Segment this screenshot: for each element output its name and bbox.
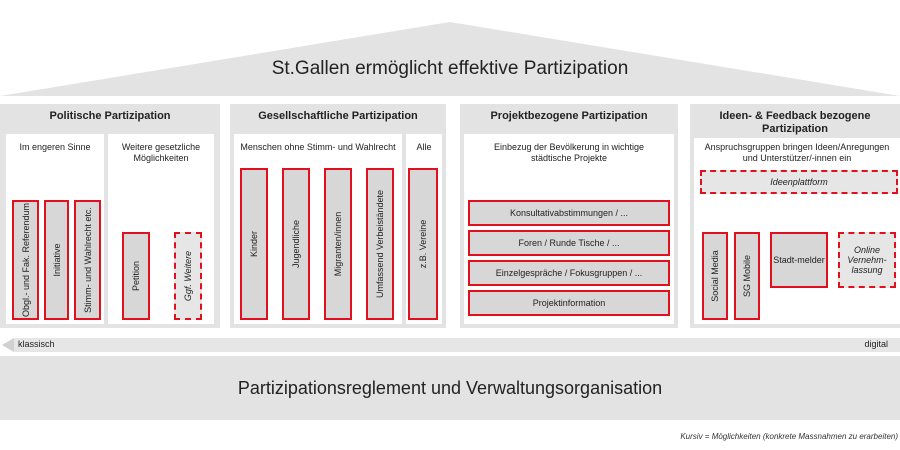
box-label: Stimm- und Wahlrecht etc. (82, 207, 93, 313)
roof-title: St.Gallen ermöglicht effektive Partizipa… (271, 58, 629, 79)
box-petition: Petition (122, 232, 150, 320)
box-konsultativabstimmungen: Konsultativabstimmungen / ... (468, 200, 670, 226)
box-stimm-und-wahlrecht: Stimm- und Wahlrecht etc. (74, 200, 101, 320)
box-label: Ggf. Weitere (183, 250, 193, 302)
box-label: Petition (131, 260, 141, 292)
box-ggf-weitere: Ggf. Weitere (174, 232, 202, 320)
box-label: Umfassend Verbeiständete (375, 189, 385, 299)
pillar-title: Projektbezogene Partizipation (490, 110, 648, 122)
box-ideenplattform: Ideenplattform (700, 170, 898, 194)
box-label: Jugendliche (291, 219, 301, 269)
subpanel-title: Anspruchsgruppen bringen Ideen/Anregunge… (704, 142, 890, 163)
subpanel-title: Alle (416, 142, 432, 152)
pillar-title: Ideen- & Feedback bezogene Partizipation (719, 110, 871, 135)
subpanel-title: Weitere gesetzliche Möglichkeiten (121, 142, 201, 163)
box-migranten: Migranten/innen (324, 168, 352, 320)
box-jugendliche: Jugendliche (282, 168, 310, 320)
box-stadtmelder: Stadt-melder (770, 232, 828, 288)
foundation-title: Partizipationsreglement und Verwaltungso… (237, 377, 663, 398)
box-online-vernehmlassung: Online Vernehm-lassung (838, 232, 896, 288)
arrow-bar (14, 338, 900, 352)
box-label: z.B. Vereine (418, 219, 428, 269)
subpanel-title: Einbezug der Bevölkerung in wichtige stä… (493, 142, 645, 163)
subpanel-anspruchsgruppen: Anspruchsgruppen bringen Ideen/Anregunge… (694, 138, 900, 324)
box-projektinformation: Projektinformation (468, 290, 670, 316)
pillar-projektbezogene-partizipation: Projektbezogene Partizipation Einbezug d… (460, 104, 678, 328)
box-foren: Foren / Runde Tische / ... (468, 230, 670, 256)
subpanel-ohne-stimmrecht: Menschen ohne Stimm- und Wahlrecht Kinde… (234, 134, 402, 324)
pillar-title: Gesellschaftliche Partizipation (258, 110, 418, 122)
box-label: Initiative (51, 243, 62, 277)
roof (0, 22, 900, 96)
footnote: Kursiv = Möglichkeiten (konkrete Massnah… (680, 432, 898, 441)
box-kinder: Kinder (240, 168, 268, 320)
arrow-label-digital: digital (864, 339, 888, 349)
box-vereine: z.B. Vereine (408, 168, 438, 320)
arrow-label-klassisch: klassisch (18, 339, 55, 349)
subpanel-einbezug: Einbezug der Bevölkerung in wichtige stä… (464, 134, 674, 324)
box-verbeistaendete: Umfassend Verbeiständete (366, 168, 394, 320)
box-einzelgespraeche: Einzelgespräche / Fokusgruppen / ... (468, 260, 670, 286)
box-label: SG Mobile (742, 254, 752, 298)
box-label: Social Media (710, 250, 720, 302)
box-initiative: Initiative (44, 200, 69, 320)
subpanel-title: Menschen ohne Stimm- und Wahlrecht (240, 142, 396, 152)
subpanel-title: Im engeren Sinne (19, 142, 91, 152)
box-sg-mobile: SG Mobile (734, 232, 760, 320)
box-social-media: Social Media (702, 232, 728, 320)
pillar-politische-partizipation: Politische Partizipation Im engeren Sinn… (0, 104, 220, 328)
pillar-ideen-feedback-partizipation: Ideen- & Feedback bezogene Partizipation… (690, 104, 900, 328)
arrow-left-icon (2, 338, 14, 352)
foundation: Partizipationsreglement und Verwaltungso… (0, 356, 900, 420)
box-label: Migranten/innen (333, 211, 343, 277)
subpanel-alle: Alle z.B. Vereine (406, 134, 442, 324)
box-label: Obgl.- und Fak. Referendum (20, 202, 31, 318)
subpanel-im-engeren-sinne: Im engeren Sinne Obgl.- und Fak. Referen… (6, 134, 104, 324)
box-label: Kinder (249, 230, 259, 258)
subpanel-weitere-moeglichkeiten: Weitere gesetzliche Möglichkeiten Petiti… (108, 134, 214, 324)
box-referendum: Obgl.- und Fak. Referendum (12, 200, 39, 320)
pillar-gesellschaftliche-partizipation: Gesellschaftliche Partizipation Menschen… (230, 104, 446, 328)
pillar-title: Politische Partizipation (49, 110, 171, 122)
